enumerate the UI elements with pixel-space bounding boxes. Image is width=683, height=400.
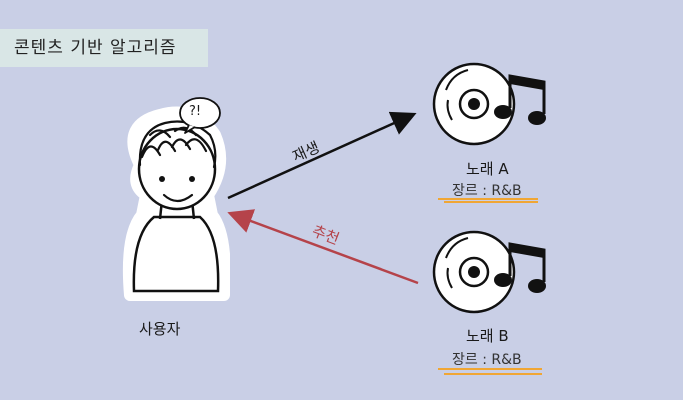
song-b-genre: 장르 : R&B <box>452 352 522 368</box>
thought-text: ?! <box>189 104 202 119</box>
song-b-highlight-2 <box>444 373 542 375</box>
song-a-genre: 장르 : R&B <box>452 183 522 199</box>
play-arrow <box>227 111 417 200</box>
song-b-highlight <box>438 368 542 370</box>
song-a-highlight <box>438 198 538 200</box>
music-disc-icon <box>432 230 546 314</box>
title-box: 콘텐츠 기반 알고리즘 <box>0 29 208 67</box>
user-figure-icon <box>122 106 230 301</box>
recommend-arrow <box>227 209 419 285</box>
thought-bubble-icon <box>179 97 221 134</box>
song-a-name: 노래 A <box>466 160 509 178</box>
music-disc-icon <box>432 62 546 146</box>
song-a-highlight-2 <box>444 201 538 203</box>
diagram-title: 콘텐츠 기반 알고리즘 <box>14 38 177 58</box>
user-label: 사용자 <box>139 320 181 338</box>
song-b-name: 노래 B <box>466 327 509 345</box>
